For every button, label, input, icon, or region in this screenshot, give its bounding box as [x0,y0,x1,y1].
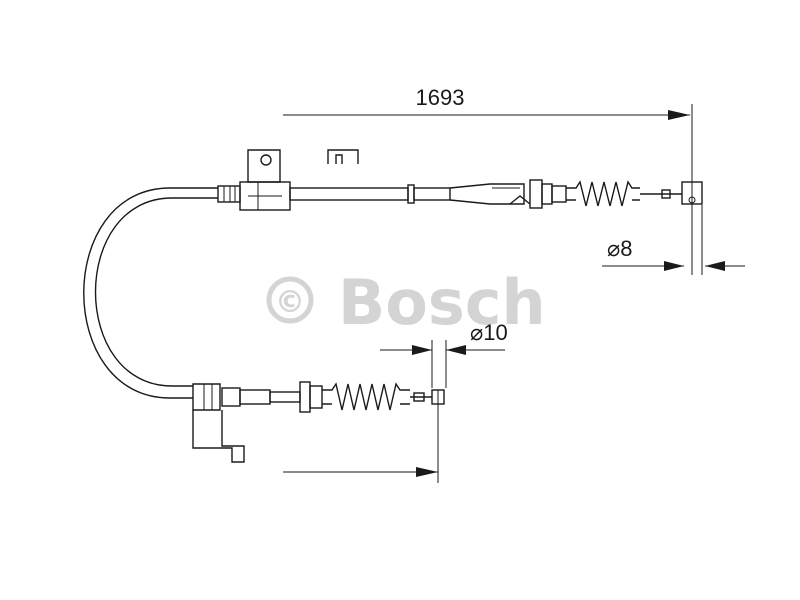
lower-hex-nut-2 [309,385,323,409]
d10-arrow-right [446,345,466,355]
upper-spring [566,180,640,207]
upper-conduit-ring [407,184,415,204]
upper-taper [449,183,525,205]
length-arrowhead [668,110,690,120]
d10-label: ⌀10 [470,320,508,345]
d8-arrow-right [705,261,725,271]
lower-ferrule [413,392,425,402]
copyright-watermark: © Bosch [266,266,546,339]
upper-hex-nut [529,179,543,209]
lower-collar [221,387,241,407]
length-label: 1693 [416,85,465,110]
length-dimension: 1693 [283,85,693,275]
upper-end-hole [688,196,696,204]
lower-conduit [239,389,271,405]
upper-end-fitting [217,149,703,211]
upper-ferrule [661,189,671,199]
d8-arrow-left [664,261,684,271]
copyright-circle [266,276,314,324]
upper-hex-nut-2 [541,183,553,205]
cable-sheath [83,187,218,399]
copyright-symbol: © [275,285,305,320]
lower-conduit-2 [269,391,301,403]
diameter-10-dimension: ⌀10 [380,320,508,388]
diameter-8-dimension: ⌀8 [602,205,745,275]
d8-label: ⌀8 [607,236,632,261]
upper-collar [217,185,241,203]
lower-length-dimension [283,390,439,483]
lower-spring [322,382,410,411]
lower-end-fitting [192,381,445,463]
upper-clip-tab [327,149,359,164]
upper-taper-notch [509,195,531,205]
lower-hex-nut [299,381,311,413]
upper-end-nipple [681,181,703,205]
lower-bracket-leg [192,410,245,463]
upper-bracket-hole [260,154,272,166]
lower-arrowhead [416,467,438,477]
upper-conduit [289,187,409,201]
cable-inner [94,197,218,387]
lower-bracket-top [192,383,221,411]
brand-watermark: Bosch [338,266,546,339]
upper-conduit-end [413,187,451,201]
upper-washer [551,185,567,203]
d10-arrow-left [412,345,432,355]
cable-outer [83,187,218,399]
